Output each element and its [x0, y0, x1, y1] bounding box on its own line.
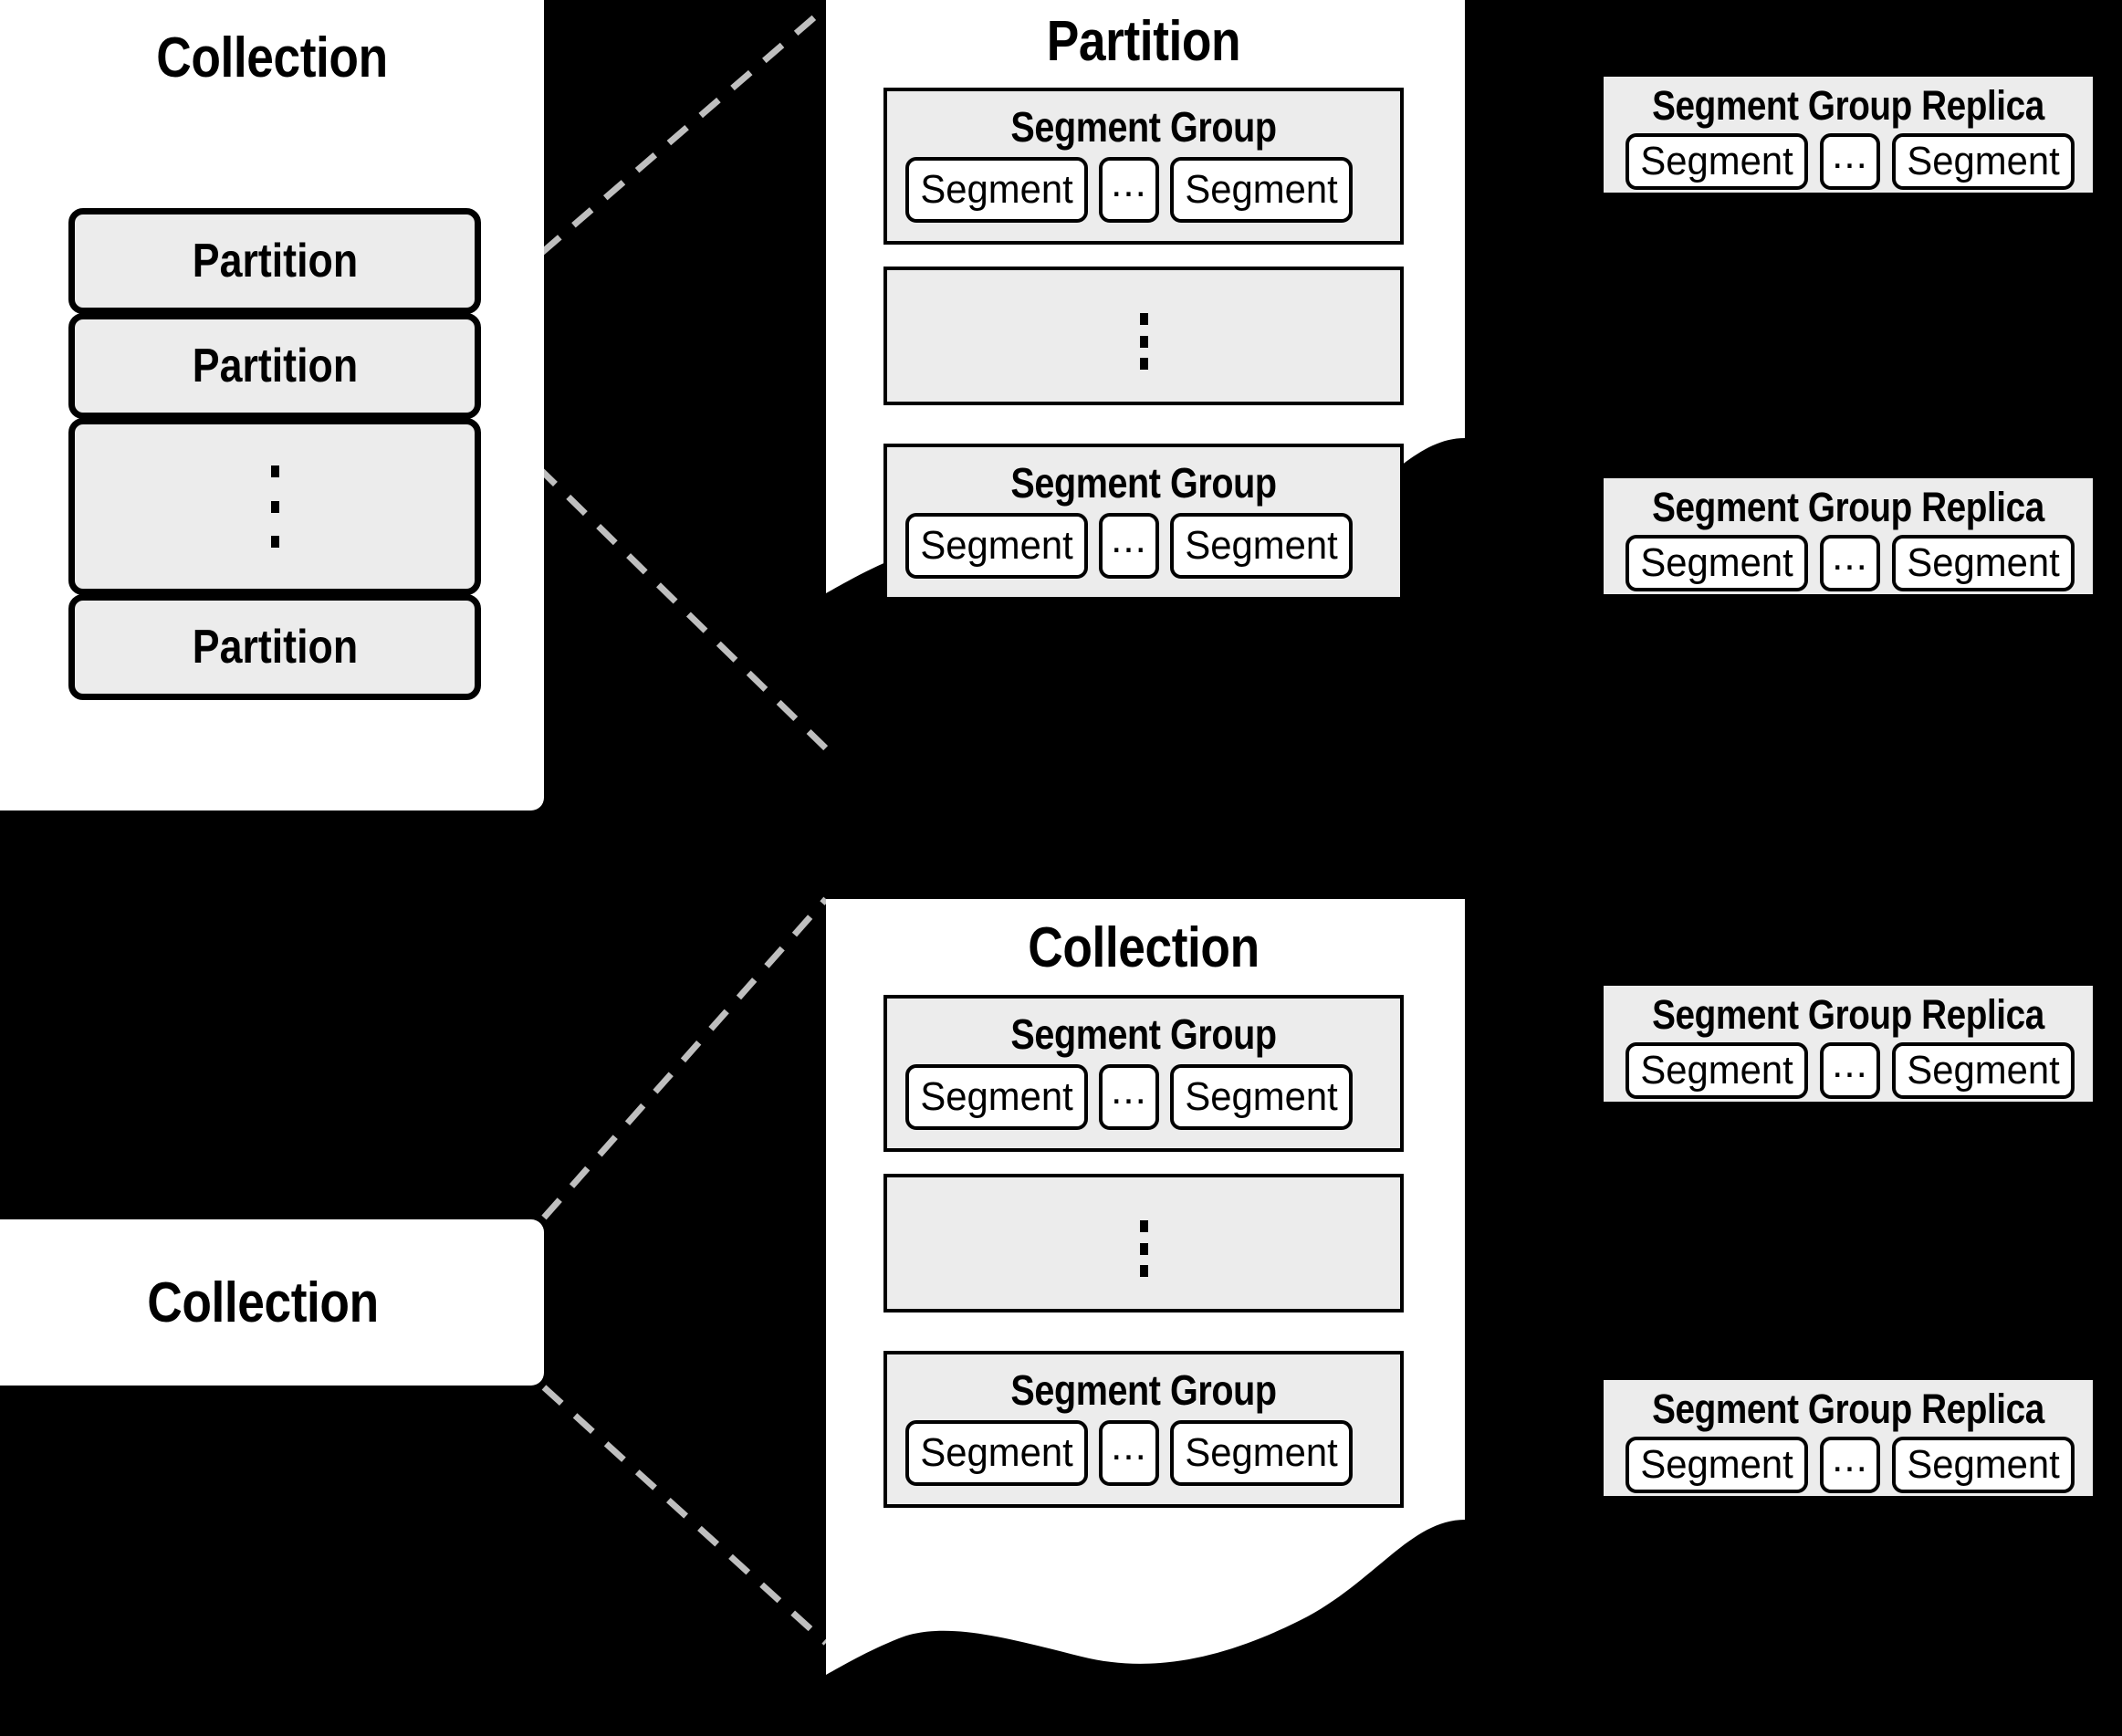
- segment-bottom-1-ellipsis-label: ...: [1111, 1068, 1147, 1114]
- segment-group-bottom-2[interactable]: Segment Group Segment ... Segment: [883, 1351, 1404, 1508]
- segment-top-1b-label: Segment: [1185, 167, 1338, 212]
- collection-box-bottom-title: Collection: [147, 1271, 379, 1334]
- replica-segment-top-1b[interactable]: Segment: [1892, 133, 2075, 190]
- replica-segment-top-2-ellipsis-label: ...: [1832, 534, 1868, 580]
- replica-segment-top-1-ellipsis-label: ...: [1832, 132, 1868, 178]
- segment-bottom-2b[interactable]: Segment: [1170, 1420, 1353, 1486]
- segment-bottom-2b-label: Segment: [1185, 1430, 1338, 1475]
- segment-bottom-1-ellipsis: ...: [1099, 1064, 1159, 1130]
- replica-segment-bottom-1-ellipsis-label: ...: [1832, 1041, 1868, 1087]
- segment-group-replica-top-1-title: Segment Group Replica: [1652, 82, 2044, 129]
- replica-segment-bottom-1a[interactable]: Segment: [1625, 1042, 1808, 1099]
- segment-group-replica-top-1[interactable]: Segment Group Replica Segment ... Segmen…: [1604, 77, 2093, 193]
- segment-group-top-ellipsis: [883, 267, 1404, 405]
- connector-collection-to-collection-panel-top: [541, 896, 829, 1220]
- segment-top-2-ellipsis: ...: [1099, 513, 1159, 579]
- replica-segment-top-1a-label: Segment: [1640, 139, 1793, 183]
- replica-segment-top-1b-label: Segment: [1907, 139, 2060, 183]
- partition-row-4-label: Partition: [192, 621, 358, 674]
- partition-panel-title: Partition: [1046, 10, 1241, 73]
- collection-box-bottom[interactable]: Collection: [0, 1219, 544, 1386]
- partition-row-2[interactable]: Partition: [68, 313, 481, 419]
- segment-top-2a-label: Segment: [920, 523, 1073, 568]
- segment-top-1-ellipsis: ...: [1099, 157, 1159, 223]
- segment-bottom-2a-label: Segment: [920, 1430, 1073, 1475]
- segment-group-bottom-1[interactable]: Segment Group Segment ... Segment: [883, 995, 1404, 1152]
- segment-group-replica-top-2-title: Segment Group Replica: [1652, 484, 2044, 530]
- replica-segment-bottom-1b-label: Segment: [1907, 1048, 2060, 1093]
- segment-group-replica-bottom-1[interactable]: Segment Group Replica Segment ... Segmen…: [1604, 986, 2093, 1102]
- replica-segment-top-2b[interactable]: Segment: [1892, 535, 2075, 591]
- replica-segment-bottom-1a-label: Segment: [1640, 1048, 1793, 1093]
- collection-panel-top-title: Collection: [156, 26, 388, 89]
- replica-segment-bottom-2a[interactable]: Segment: [1625, 1437, 1808, 1493]
- segment-group-top-1-title: Segment Group: [1010, 103, 1277, 151]
- segment-bottom-1b[interactable]: Segment: [1170, 1064, 1353, 1130]
- collection-panel-bottom-title: Collection: [1028, 916, 1260, 979]
- partition-row-2-label: Partition: [192, 340, 358, 392]
- segment-group-replica-bottom-2-title: Segment Group Replica: [1652, 1386, 2044, 1432]
- replica-segment-top-2b-label: Segment: [1907, 540, 2060, 585]
- replica-segment-top-2-ellipsis: ...: [1820, 535, 1880, 591]
- replica-segment-top-1-ellipsis: ...: [1820, 133, 1880, 190]
- segment-group-replica-bottom-2[interactable]: Segment Group Replica Segment ... Segmen…: [1604, 1380, 2093, 1496]
- segment-bottom-2-ellipsis-label: ...: [1111, 1424, 1147, 1469]
- replica-segment-bottom-2b[interactable]: Segment: [1892, 1437, 2075, 1493]
- replica-segment-bottom-2-ellipsis: ...: [1820, 1437, 1880, 1493]
- segment-top-2-ellipsis-label: ...: [1111, 517, 1147, 562]
- replica-segment-top-2a[interactable]: Segment: [1625, 535, 1808, 591]
- segment-group-bottom-ellipsis: [883, 1174, 1404, 1312]
- replica-segment-top-1a[interactable]: Segment: [1625, 133, 1808, 190]
- segment-group-replica-bottom-1-title: Segment Group Replica: [1652, 991, 2044, 1038]
- partition-row-4[interactable]: Partition: [68, 594, 481, 700]
- segment-bottom-2a[interactable]: Segment: [905, 1420, 1088, 1486]
- segment-bottom-1a[interactable]: Segment: [905, 1064, 1088, 1130]
- vertical-ellipsis-icon: [887, 1220, 1400, 1277]
- partition-row-1[interactable]: Partition: [68, 208, 481, 314]
- replica-segment-top-2a-label: Segment: [1640, 540, 1793, 585]
- segment-bottom-1b-label: Segment: [1185, 1074, 1338, 1119]
- connector-collection-to-collection-panel-bottom: [541, 1385, 829, 1646]
- partition-row-1-label: Partition: [192, 235, 358, 288]
- segment-top-1-ellipsis-label: ...: [1111, 161, 1147, 206]
- segment-bottom-2-ellipsis: ...: [1099, 1420, 1159, 1486]
- replica-segment-bottom-2-ellipsis-label: ...: [1832, 1436, 1868, 1481]
- segment-group-top-1[interactable]: Segment Group Segment ... Segment: [883, 88, 1404, 245]
- vertical-ellipsis-icon: [270, 465, 279, 548]
- segment-group-replica-top-2[interactable]: Segment Group Replica Segment ... Segmen…: [1604, 478, 2093, 594]
- segment-group-bottom-1-title: Segment Group: [1010, 1010, 1277, 1058]
- segment-top-1a[interactable]: Segment: [905, 157, 1088, 223]
- replica-segment-bottom-2a-label: Segment: [1640, 1442, 1793, 1487]
- segment-bottom-1a-label: Segment: [920, 1074, 1073, 1119]
- vertical-ellipsis-icon: [887, 313, 1400, 370]
- replica-segment-bottom-1b[interactable]: Segment: [1892, 1042, 2075, 1099]
- partition-row-ellipsis: [68, 418, 481, 595]
- segment-group-bottom-2-title: Segment Group: [1010, 1366, 1277, 1414]
- segment-top-2a[interactable]: Segment: [905, 513, 1088, 579]
- segment-top-1a-label: Segment: [920, 167, 1073, 212]
- segment-top-1b[interactable]: Segment: [1170, 157, 1353, 223]
- segment-top-2b[interactable]: Segment: [1170, 513, 1353, 579]
- segment-group-top-2-title: Segment Group: [1010, 459, 1277, 507]
- replica-segment-bottom-2b-label: Segment: [1907, 1442, 2060, 1487]
- segment-top-2b-label: Segment: [1185, 523, 1338, 568]
- replica-segment-bottom-1-ellipsis: ...: [1820, 1042, 1880, 1099]
- segment-group-top-2[interactable]: Segment Group Segment ... Segment: [883, 444, 1404, 601]
